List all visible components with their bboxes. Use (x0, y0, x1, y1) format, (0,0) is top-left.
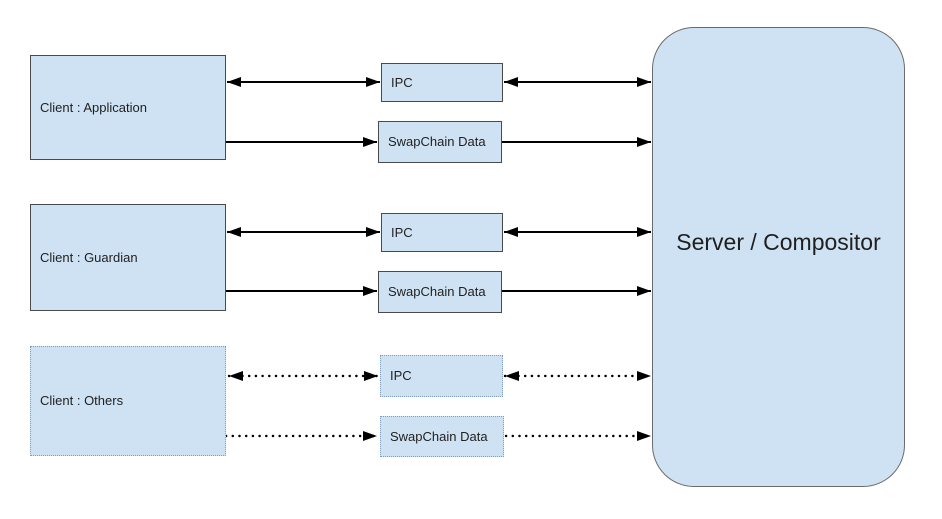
node-server-compositor: Server / Compositor (652, 27, 905, 487)
node-client-guardian: Client : Guardian (30, 204, 226, 311)
node-ipc-3: IPC (380, 355, 503, 397)
swapchain-3-label: SwapChain Data (390, 428, 488, 444)
server-compositor-label: Server / Compositor (676, 229, 881, 256)
ipc-3-label: IPC (390, 368, 412, 384)
node-client-others: Client : Others (30, 346, 226, 456)
node-swapchain-1: SwapChain Data (378, 121, 502, 163)
node-ipc-1: IPC (381, 63, 503, 102)
client-others-label: Client : Others (40, 393, 124, 409)
node-client-application: Client : Application (30, 55, 226, 160)
ipc-1-label: IPC (391, 74, 413, 90)
swapchain-1-label: SwapChain Data (388, 134, 486, 150)
swapchain-2-label: SwapChain Data (388, 284, 486, 300)
client-guardian-label: Client : Guardian (40, 249, 138, 265)
client-application-label: Client : Application (40, 99, 147, 115)
node-swapchain-3: SwapChain Data (380, 416, 504, 457)
node-swapchain-2: SwapChain Data (378, 271, 502, 313)
ipc-2-label: IPC (391, 224, 413, 240)
node-ipc-2: IPC (381, 213, 503, 252)
